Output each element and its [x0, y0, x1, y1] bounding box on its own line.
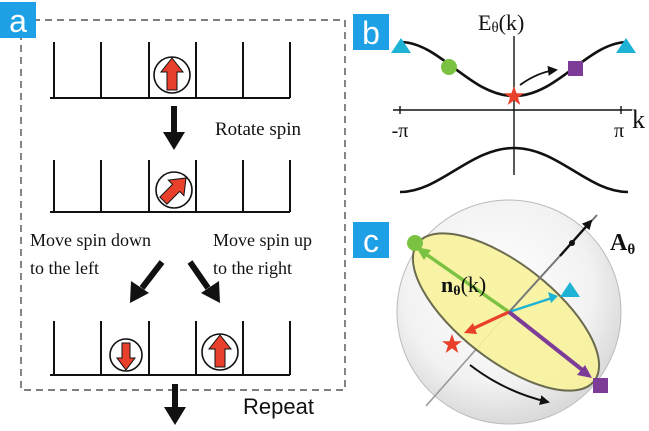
lattice-row-1: [50, 42, 291, 99]
circle-marker-icon: [441, 59, 457, 75]
flow-arrow-left: [130, 260, 165, 303]
vector-red-head: [464, 323, 477, 334]
star-marker-icon: [504, 86, 524, 105]
square-marker-icon: [593, 378, 608, 393]
down-arrow-icon: [109, 338, 143, 372]
square-marker-icon: [568, 61, 583, 76]
lattice-row-2: [50, 160, 291, 213]
energy-axis-label: Eθ(k): [478, 10, 524, 36]
axis-arrow-head: [559, 219, 593, 257]
tick-label-pi: π: [614, 120, 624, 142]
triangle-marker-icon: [560, 282, 580, 297]
flow-arrow-right: [187, 260, 220, 303]
tilted-arrow-icon: [155, 171, 193, 209]
move-left-label-line2: to the left: [30, 258, 99, 278]
panel-c-badge-label: c: [363, 223, 379, 259]
panel-a-badge: [0, 2, 36, 38]
triangle-marker-icon: [616, 38, 636, 53]
move-left-label-line1: Move spin down: [30, 230, 151, 250]
up-arrow-icon: [201, 333, 239, 371]
panel-a-dashed-frame: [20, 19, 346, 391]
rotate-spin-label: Rotate spin: [215, 119, 302, 140]
flow-arrow-repeat: [164, 384, 186, 425]
vector-label: nθ(k): [441, 272, 486, 299]
motion-arrow-c: [469, 364, 550, 406]
panel-c: c Aθ nθ(k): [353, 199, 635, 425]
k-axis-label: k: [632, 105, 645, 134]
vector-purple-head: [577, 365, 592, 378]
vector-cyan-head: [548, 292, 558, 303]
axis-label: Aθ: [610, 230, 635, 258]
up-arrow-icon: [153, 56, 191, 94]
axis-dot: [569, 240, 575, 246]
panel-b-badge-label: b: [362, 15, 380, 51]
lattice-row-3: [50, 321, 291, 376]
panel-b: b Eθ(k) -π π k: [353, 10, 645, 194]
star-marker-icon: [442, 334, 462, 353]
panel-a: a Rotate spin: [0, 2, 346, 425]
circle-marker-icon: [407, 235, 423, 251]
move-right-label-line2: to the right: [213, 258, 292, 278]
vector-cyan: [508, 296, 553, 314]
vector-red: [469, 310, 510, 332]
repeat-label: Repeat: [243, 394, 314, 419]
vector-green: [418, 248, 511, 314]
vector-purple: [507, 310, 587, 374]
move-right-label-line1: Move spin up: [213, 230, 312, 250]
triangle-marker-icon: [391, 38, 411, 53]
tick-label-minus-pi: -π: [392, 120, 409, 142]
motion-arrow-b: [519, 65, 558, 86]
vector-green-head: [416, 247, 431, 260]
flow-arrow-rotate: [163, 106, 185, 150]
panel-c-badge: [353, 222, 389, 258]
lower-band-curve: [399, 146, 629, 194]
panel-a-badge-label: a: [9, 3, 27, 39]
panel-b-badge: [353, 14, 389, 50]
